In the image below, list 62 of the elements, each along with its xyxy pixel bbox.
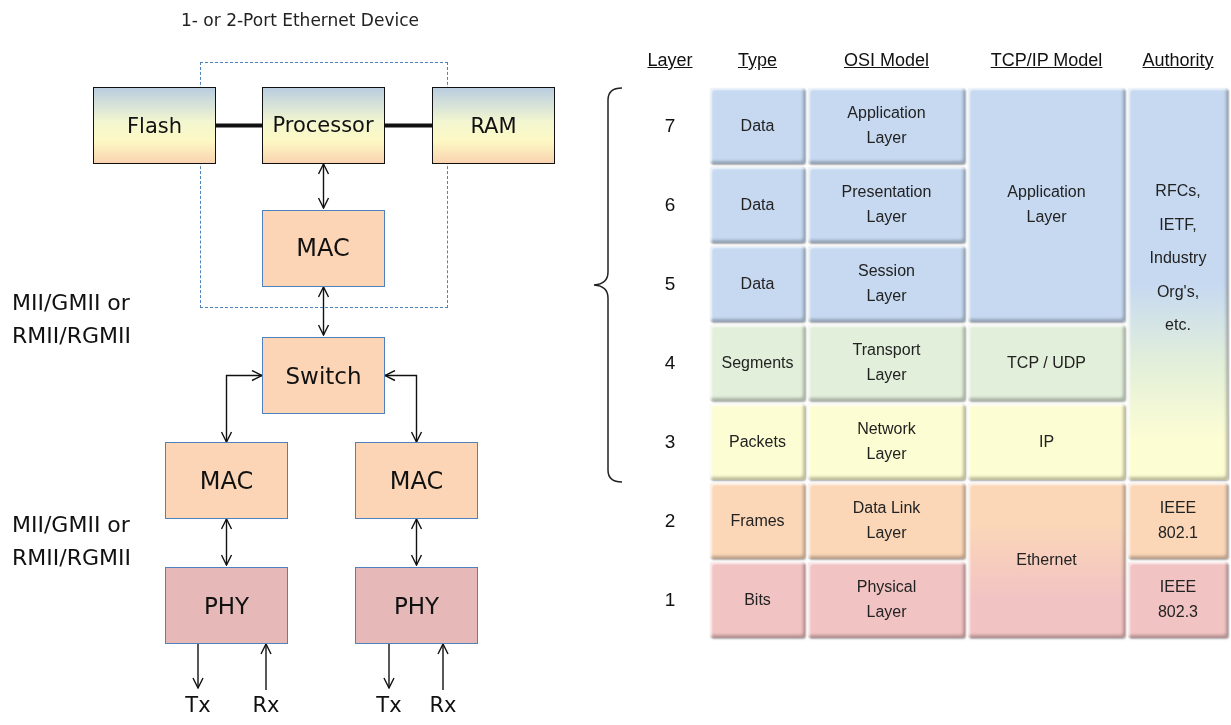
osi-layer-cell: Presentation Layer — [808, 167, 965, 243]
column-header: OSI Model — [842, 50, 930, 71]
port-label: Tx — [184, 690, 212, 720]
data-unit-cell: Bits — [710, 562, 805, 638]
data-unit-cell: Packets — [710, 404, 805, 480]
connector-arrow — [260, 643, 272, 691]
tcpip-layer-cell: TCP / UDP — [968, 325, 1125, 401]
authority-cell: RFCs, IETF, Industry Org's, etc. — [1128, 88, 1228, 480]
connector-arrow — [384, 369, 423, 443]
column-header: TCP/IP Model — [989, 50, 1104, 71]
layer-number: 1 — [663, 588, 677, 612]
memory-block: RAM — [432, 87, 555, 164]
layer-number: 3 — [663, 430, 677, 454]
osi-layer-cell: Session Layer — [808, 246, 965, 322]
column-header: Authority — [1141, 50, 1215, 71]
connector-arrow — [220, 518, 233, 566]
osi-layer-cell: Transport Layer — [808, 325, 965, 401]
switch-block: Switch — [262, 337, 385, 414]
tcpip-layer-cell: Ethernet — [968, 483, 1125, 638]
osi-layer-cell: Application Layer — [808, 88, 965, 164]
interface-label: MII/GMII or RMII/RGMII — [12, 289, 132, 350]
processor-block: Processor — [261, 86, 385, 164]
data-unit-cell: Data — [710, 167, 805, 243]
layer-number: 6 — [663, 193, 677, 217]
mac-block: MAC — [355, 442, 478, 519]
phy-block: PHY — [165, 567, 288, 644]
data-unit-cell: Frames — [710, 483, 805, 559]
column-header: Layer — [646, 50, 694, 71]
connector-arrow — [317, 163, 330, 209]
layer-number: 2 — [663, 509, 677, 533]
mac-block: MAC — [261, 209, 385, 287]
layer-number: 5 — [663, 272, 677, 296]
connector-arrow — [383, 643, 395, 689]
connector-arrow — [437, 643, 449, 691]
data-unit-cell: Segments — [710, 325, 805, 401]
connector-arrow — [317, 286, 330, 336]
connector-arrow — [192, 643, 204, 689]
authority-cell: IEEE 802.3 — [1128, 562, 1228, 638]
memory-block: Flash — [93, 87, 216, 164]
port-label: Tx — [375, 690, 403, 720]
tcpip-layer-cell: Application Layer — [968, 88, 1125, 322]
layer-number: 7 — [663, 114, 677, 138]
port-label: Rx — [251, 690, 281, 720]
diagram-title: 1- or 2-Port Ethernet Device — [180, 10, 420, 30]
connector-arrow — [220, 369, 263, 443]
mac-block: MAC — [165, 442, 288, 519]
interface-label: MII/GMII or RMII/RGMII — [12, 511, 132, 572]
osi-layer-cell: Network Layer — [808, 404, 965, 480]
connector-arrow — [410, 518, 423, 566]
data-unit-cell: Data — [710, 88, 805, 164]
phy-block: PHY — [355, 567, 478, 644]
dashed-boundary — [200, 62, 448, 308]
connector-line — [385, 123, 432, 128]
connector-line — [216, 123, 262, 128]
data-unit-cell: Data — [710, 246, 805, 322]
tcpip-layer-cell: IP — [968, 404, 1125, 480]
port-label: Rx — [428, 690, 458, 720]
osi-layer-cell: Physical Layer — [808, 562, 965, 638]
column-header: Type — [737, 50, 778, 71]
layer-number: 4 — [663, 351, 677, 375]
osi-layer-cell: Data Link Layer — [808, 483, 965, 559]
authority-cell: IEEE 802.1 — [1128, 483, 1228, 559]
